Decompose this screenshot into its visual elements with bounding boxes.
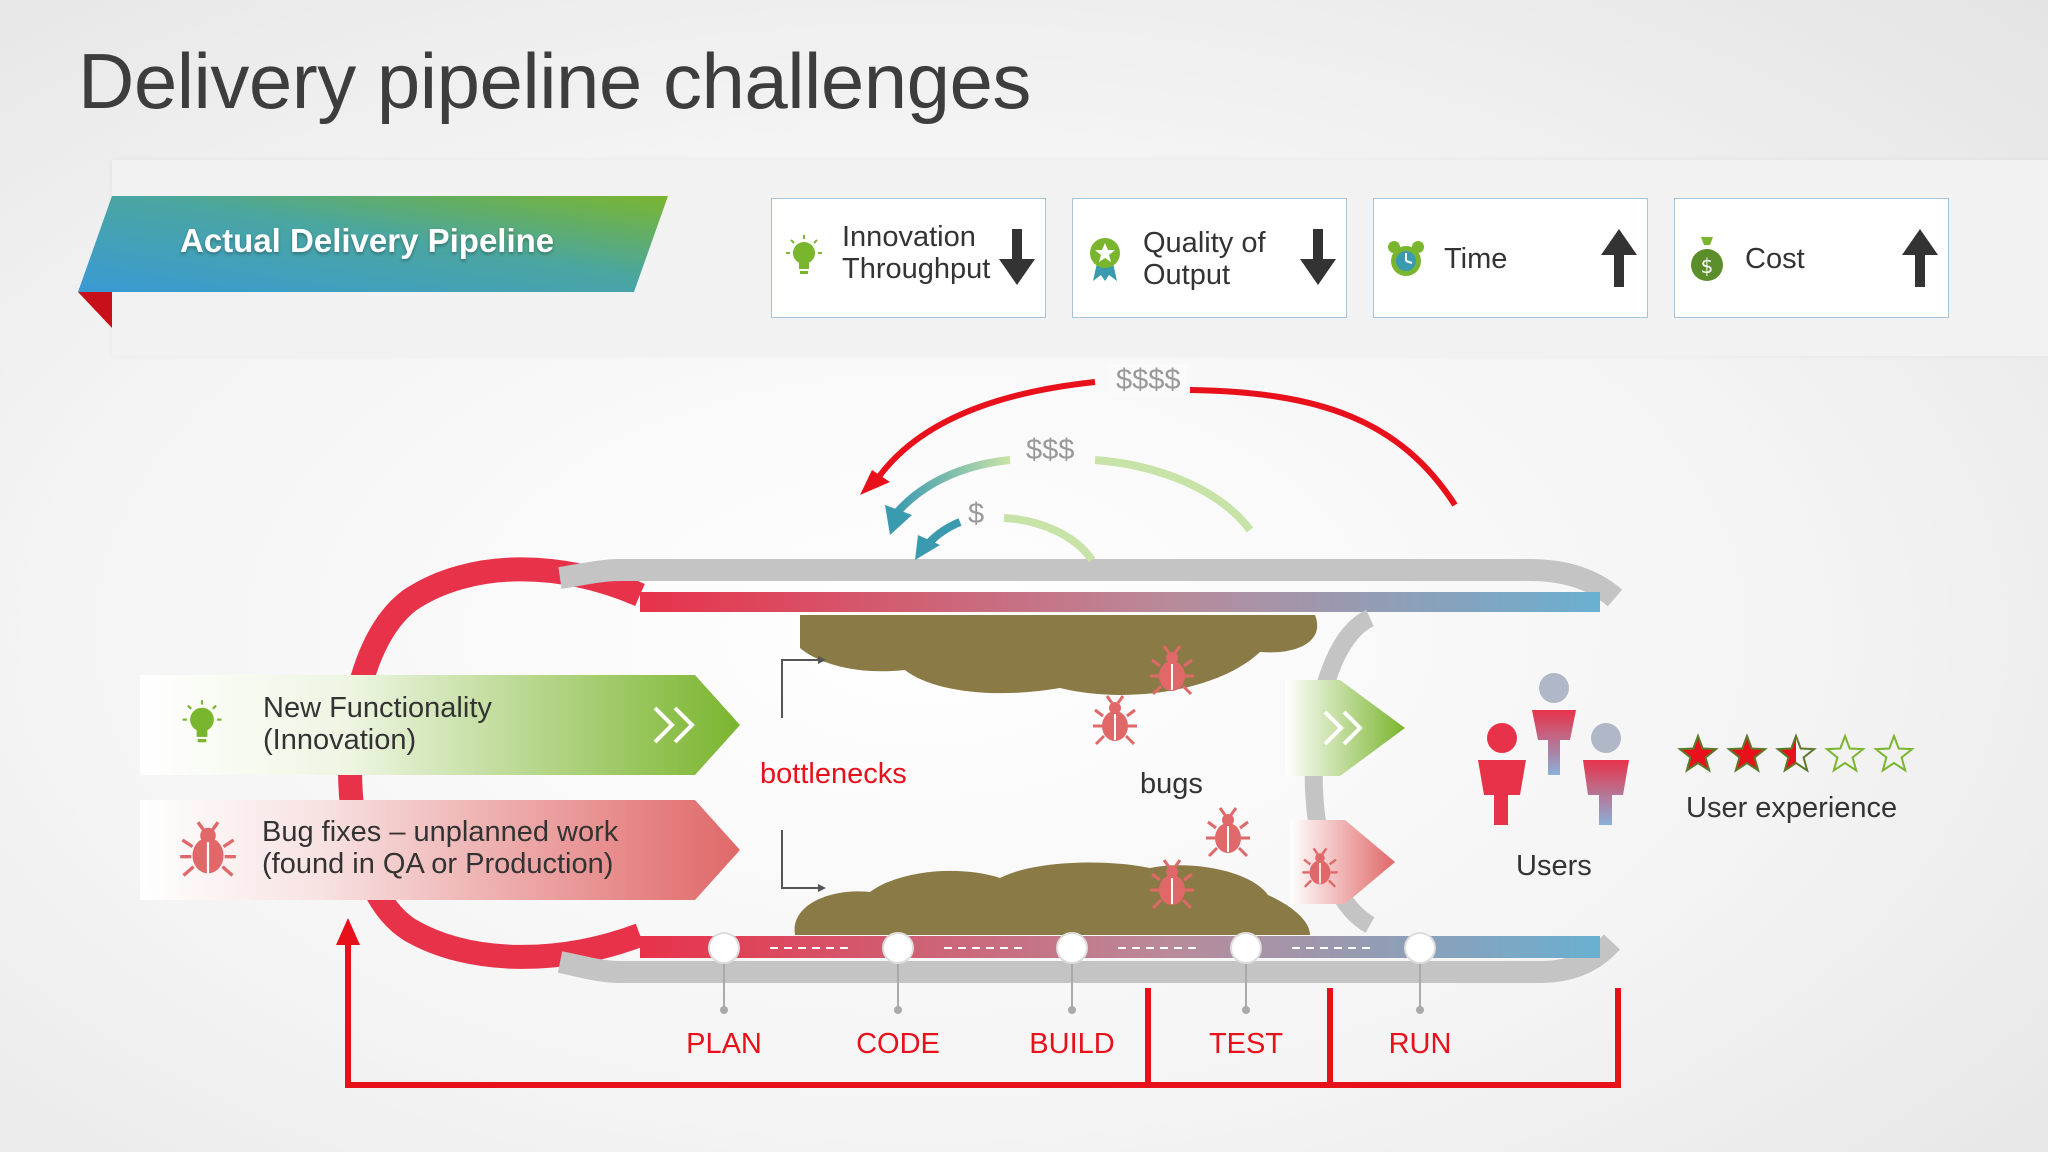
metric-label-line2: Output <box>1143 259 1231 291</box>
svg-text:$: $ <box>1701 254 1714 278</box>
bug-icon <box>1150 645 1194 696</box>
banner-label: Actual Delivery Pipeline <box>180 222 555 259</box>
chevron-double-icon <box>653 706 695 744</box>
arrow-down-icon <box>1300 229 1336 285</box>
innovation-lane <box>140 675 740 775</box>
bugfix-lane <box>140 800 740 900</box>
arrow-down-icon <box>999 229 1035 285</box>
stage-node-run <box>1404 932 1436 1014</box>
stage-node-build <box>1056 932 1088 1014</box>
rating-stars <box>1677 733 1915 773</box>
stage-label-test: TEST <box>1208 1028 1284 1060</box>
metric-innovation-throughput: Innovation Throughput <box>771 198 1046 318</box>
bug-icon <box>1093 695 1137 746</box>
bugfix-lane-line2: (found in QA or Production) <box>262 848 614 880</box>
metric-quality-output: Quality of Output <box>1072 198 1347 318</box>
metric-label-line2: Throughput <box>842 253 991 285</box>
feedback-arrowhead-large <box>860 470 890 495</box>
bracket-arrowhead <box>818 884 826 892</box>
bugs-label: bugs <box>1140 768 1203 800</box>
money-bag-icon: $ <box>1691 237 1723 281</box>
bottleneck-bracket-bottom <box>781 830 818 889</box>
arrow-up-icon <box>1902 229 1938 287</box>
metric-cost: $ Cost <box>1674 198 1949 318</box>
users-icon <box>1478 673 1629 825</box>
stage-node-plan <box>708 932 740 1014</box>
metric-label-line1: Time <box>1444 243 1508 275</box>
lightbulb-icon <box>786 235 822 274</box>
stage-label-code: CODE <box>856 1028 940 1060</box>
arrow-up-icon <box>1601 229 1637 287</box>
feedback-arrowhead-small <box>915 535 940 560</box>
rating-star <box>1775 733 1817 773</box>
chevron-double-icon <box>1323 710 1363 746</box>
award-badge-icon <box>1090 238 1120 281</box>
rating-star <box>1726 733 1768 773</box>
cost-label-low: $ <box>968 498 985 530</box>
bugfix-lane-line1: Bug fixes – unplanned work <box>262 816 619 848</box>
feedback-arrowhead-medium <box>885 505 912 535</box>
metric-time: Time <box>1373 198 1648 318</box>
feedback-arc-medium-right <box>1094 456 1254 533</box>
alarm-clock-icon <box>1388 241 1424 276</box>
bugs-group <box>1093 645 1338 910</box>
feedback-arrowhead-up <box>336 918 360 945</box>
stage-node-code <box>882 932 914 1014</box>
metric-label-line1: Cost <box>1745 243 1805 275</box>
stage-label-build: BUILD <box>1029 1028 1115 1060</box>
rating-star <box>1873 733 1915 773</box>
stage-label-plan: PLAN <box>686 1028 762 1060</box>
stage-nodes <box>708 932 1436 1014</box>
metric-label-line1: Innovation <box>842 221 976 253</box>
bug-icon <box>180 821 236 877</box>
innovation-lane-line1: New Functionality <box>263 692 492 724</box>
rating-star <box>1677 733 1719 773</box>
innovation-lane-line2: (Innovation) <box>263 724 417 756</box>
stage-node-test <box>1230 932 1262 1014</box>
bug-icon <box>1206 807 1250 858</box>
stage-label-run: RUN <box>1388 1028 1452 1060</box>
feedback-arc-small-right <box>1003 514 1096 563</box>
bug-icon <box>1302 847 1338 888</box>
bottleneck-sludge-bottom <box>794 862 1310 935</box>
lightbulb-icon <box>182 700 222 743</box>
slide-title: Delivery pipeline challenges <box>78 37 1031 125</box>
cost-label-medium: $$$ <box>1026 434 1075 466</box>
bottlenecks-label: bottlenecks <box>760 758 907 790</box>
bottleneck-bracket-top <box>781 659 818 718</box>
rating-star <box>1824 733 1866 773</box>
feedback-arc-medium-left <box>891 456 1011 518</box>
pipe-top-outer <box>558 559 1623 607</box>
feedback-arc-large-left <box>875 379 1096 480</box>
pipe-top-flow <box>640 592 1600 612</box>
innovation-output-arrow <box>1285 680 1405 776</box>
bracket-arrowhead <box>818 656 826 664</box>
user-experience-label: User experience <box>1686 792 1898 824</box>
bug-icon <box>1150 859 1194 910</box>
feedback-arc-large-right <box>1189 387 1458 507</box>
feedback-loop-bottom <box>345 925 1621 1088</box>
metric-label-line1: Quality of <box>1143 227 1266 259</box>
cost-label-high: $$$$ <box>1110 364 1187 397</box>
users-label: Users <box>1516 850 1592 882</box>
bottleneck-sludge-top <box>800 615 1318 695</box>
